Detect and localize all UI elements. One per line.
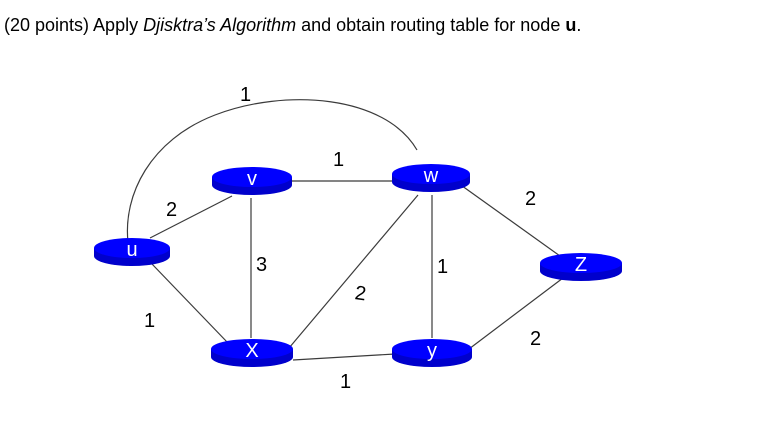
algorithm-name: Djisktra’s Algorithm (143, 15, 297, 35)
weight-u-w: 1 (240, 84, 251, 106)
weight-u-v: 2 (166, 199, 177, 221)
question-middle: and obtain routing table for node (296, 15, 566, 35)
node-label-v: v (247, 168, 257, 190)
edge-x-w (288, 194, 419, 349)
weight-y-z: 2 (530, 328, 541, 350)
weight-w-z: 2 (525, 188, 536, 210)
router-icon-v: v (212, 167, 292, 195)
edge-u-w (126, 99, 418, 243)
node-label-w: w (423, 165, 439, 187)
source-node: u (565, 15, 577, 35)
router-icon-u: u (94, 238, 170, 266)
weight-x-w: 2 (353, 282, 367, 305)
node-label-y: y (427, 340, 437, 362)
node-label-z: Z (575, 254, 587, 276)
router-icon-z: Z (540, 253, 622, 281)
node-label-u: u (126, 239, 137, 261)
node-label-x: X (245, 340, 258, 362)
edge-u-v (149, 195, 233, 239)
question-prefix: (20 points) Apply (4, 15, 144, 35)
router-icon-x: X (211, 339, 293, 367)
weight-v-w: 1 (333, 149, 344, 171)
weight-w-y: 1 (437, 256, 448, 278)
edge-y-z (464, 277, 564, 353)
router-icon-y: y (392, 339, 472, 367)
edge-x-y (292, 353, 396, 361)
weight-x-y: 1 (340, 371, 351, 393)
edge-u-x (151, 263, 229, 344)
question-suffix: . (576, 15, 582, 35)
question-text: (20 points) Apply Djisktra’s Algorithm a… (4, 15, 581, 36)
weight-v-x: 3 (256, 254, 267, 276)
weight-u-x: 1 (144, 310, 155, 332)
router-icon-w: w (392, 164, 470, 192)
edge-w-z (457, 182, 561, 257)
